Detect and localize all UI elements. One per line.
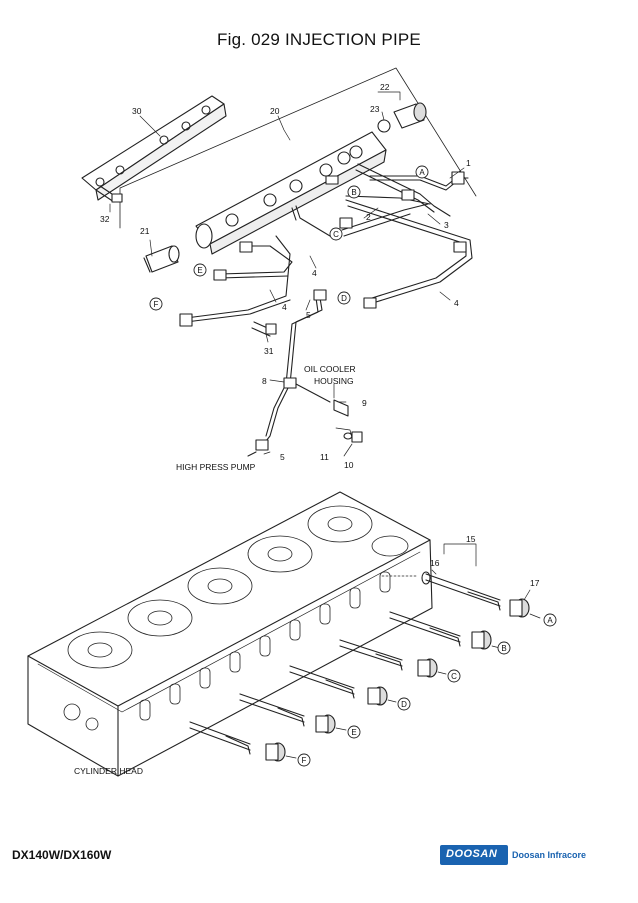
oil-cooler-label: OIL COOLER <box>304 364 356 374</box>
part-21: 21 <box>140 226 150 236</box>
pipe-4-f <box>179 235 291 327</box>
leader-15 <box>443 543 477 567</box>
part-22: 22 <box>380 82 390 92</box>
callout-f-bottom: F <box>302 756 307 765</box>
callout-b-bottom: B <box>501 644 506 653</box>
figure-title: Fig. 029 INJECTION PIPE <box>217 30 421 49</box>
callout-b-top: B <box>351 188 356 197</box>
nut-17-c <box>417 658 438 678</box>
cylinder-head-label: CYLINDER HEAD <box>74 766 143 776</box>
callout-d-bottom: D <box>401 700 407 709</box>
injector-f <box>189 721 251 755</box>
part-23: 23 <box>370 104 380 114</box>
rail-sensor-21 <box>143 245 180 273</box>
bolt-31 <box>251 321 277 337</box>
part-5-bottom: 5 <box>280 452 285 462</box>
part-4-left: 4 <box>282 302 287 312</box>
nut-17-b <box>471 630 492 650</box>
fitting-8 <box>283 377 331 403</box>
injector-c <box>339 639 403 671</box>
part-1: 1 <box>466 158 471 168</box>
common-rail-20 <box>195 131 387 255</box>
nut-17-d <box>367 686 388 706</box>
fitting-9 <box>333 399 349 417</box>
injector-a <box>425 573 501 611</box>
oil-cooler-housing-label: HOUSING <box>314 376 354 386</box>
part-9: 9 <box>362 398 367 408</box>
part-32: 32 <box>100 214 110 224</box>
pipe-4-right <box>345 199 473 309</box>
callout-a-bottom: A <box>547 616 553 625</box>
cylinder-head <box>27 491 433 777</box>
part-20: 20 <box>270 106 280 116</box>
doosan-logo-mark <box>440 845 508 865</box>
callout-e-top: E <box>197 266 202 275</box>
oring-16 <box>421 571 431 585</box>
part-10: 10 <box>344 460 354 470</box>
high-press-pump-label: HIGH PRESS PUMP <box>176 462 256 472</box>
pipe-4-e <box>213 241 293 281</box>
brand-logo: DOOSAN Doosan Infracore <box>440 842 610 868</box>
bracket-30 <box>81 95 227 201</box>
nut-17-e <box>315 714 336 734</box>
pipe-1 <box>369 171 469 191</box>
part-11: 11 <box>320 452 329 462</box>
injector-b <box>389 611 461 647</box>
part-30: 30 <box>132 106 142 116</box>
brand-subtitle: Doosan Infracore <box>512 850 587 860</box>
frame-line <box>119 67 477 229</box>
part-2: 2 <box>366 212 371 222</box>
callout-c-bottom: C <box>451 672 457 681</box>
injector-d <box>289 665 355 699</box>
callout-c-top: C <box>333 230 339 239</box>
callout-f-top: F <box>154 300 159 309</box>
callout-a-top: A <box>419 168 425 177</box>
part-3: 3 <box>444 220 449 230</box>
pipe-3 <box>355 163 451 217</box>
brand-name: DOOSAN <box>446 848 498 860</box>
nut-17-f <box>265 742 286 762</box>
nut-10 <box>351 431 363 443</box>
part-31: 31 <box>264 346 274 356</box>
injector-e <box>239 693 305 727</box>
pipe-5 <box>247 289 327 457</box>
model-label: DX140W/DX160W <box>12 848 112 862</box>
pipe-4-mid <box>291 205 331 237</box>
part-8: 8 <box>262 376 267 386</box>
part-15: 15 <box>466 534 476 544</box>
callout-d-top: D <box>341 294 347 303</box>
part-4-mid: 4 <box>312 268 317 278</box>
bolt-32 <box>95 185 123 203</box>
pressure-valve-22 <box>377 102 427 133</box>
head-cylinders <box>67 505 409 669</box>
part-5-top: 5 <box>306 310 311 320</box>
callout-e-bottom: E <box>351 728 356 737</box>
part-4-right: 4 <box>454 298 459 308</box>
part-16: 16 <box>430 558 440 568</box>
nut-17-a <box>509 598 530 618</box>
part-17: 17 <box>530 578 540 588</box>
head-side-ports <box>63 571 391 731</box>
